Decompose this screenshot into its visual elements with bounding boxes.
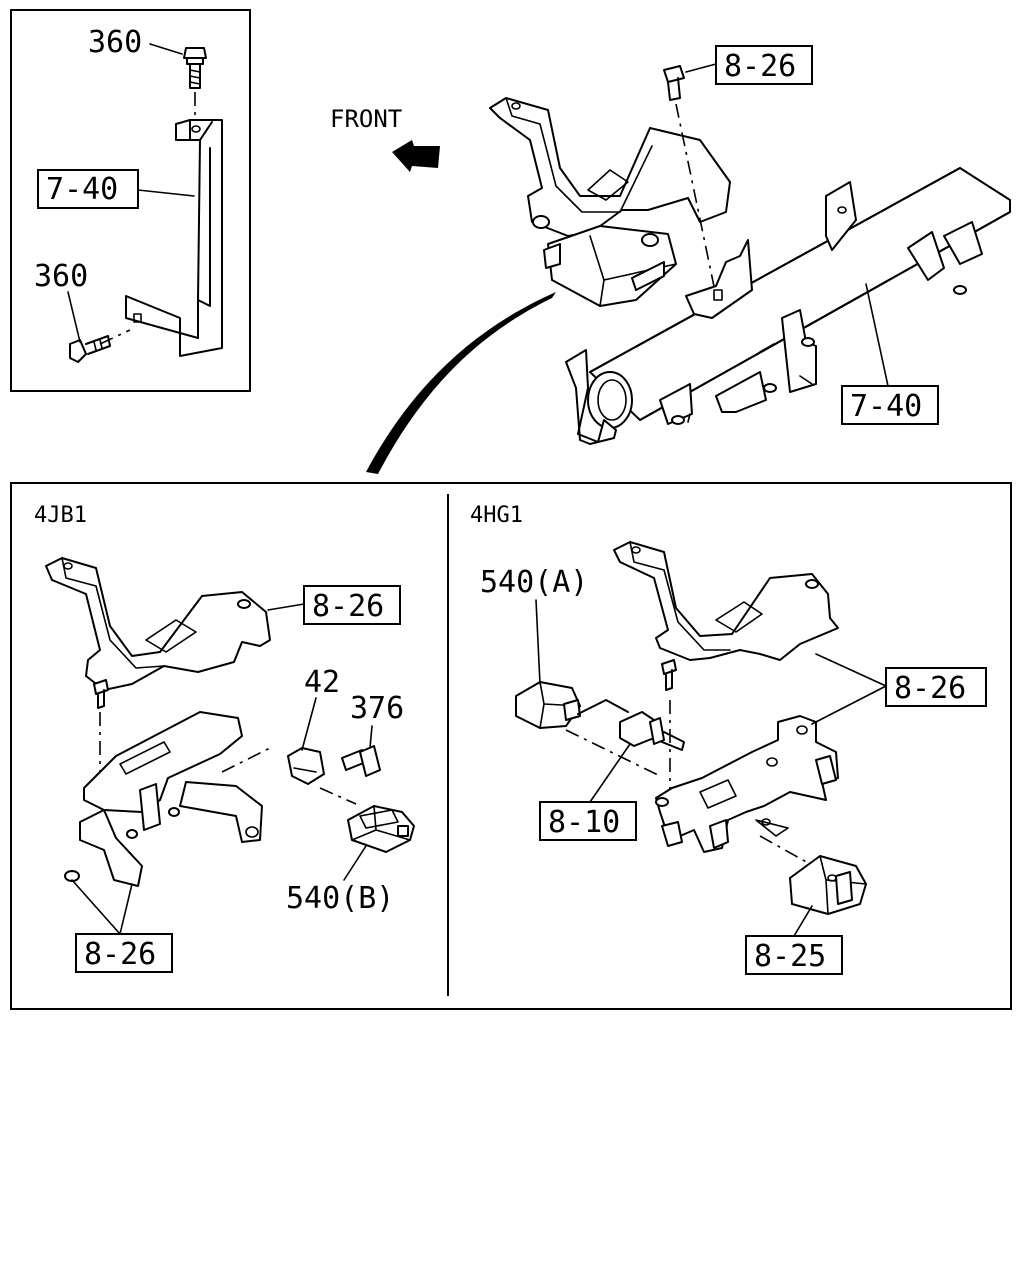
variant-4jb1: 4JB1 8-26 42 — [34, 503, 415, 973]
label-8-26-4hg1: 8-26 — [894, 671, 966, 706]
bolt-bottom-360 — [69, 335, 111, 363]
label-box-7-40-inset — [37, 169, 139, 209]
main-assembly-view: 8-26 7-40 — [366, 45, 1011, 474]
variants-panel — [10, 482, 1012, 1010]
label-8-26-4jb1-upper: 8-26 — [312, 589, 384, 624]
label-540a: 540(A) — [480, 565, 588, 600]
label-42: 42 — [304, 665, 340, 700]
label-box-7-40-main — [841, 385, 939, 425]
label-box-8-26-4jb1-upper — [303, 585, 401, 625]
bolt-top-360 — [183, 47, 207, 89]
title-4jb1: 4JB1 — [34, 503, 87, 528]
label-8-26-main: 8-26 — [724, 49, 796, 84]
label-540b: 540(B) — [286, 881, 394, 916]
label-376: 376 — [350, 691, 404, 726]
front-arrow-icon — [392, 140, 440, 172]
label-360-bottom: 360 — [34, 259, 88, 294]
front-label: FRONT — [330, 105, 402, 133]
title-4hg1: 4HG1 — [470, 503, 523, 528]
label-box-8-26-4jb1-lower — [75, 933, 173, 973]
label-8-26-4jb1-lower: 8-26 — [84, 937, 156, 972]
label-8-25: 8-25 — [754, 939, 826, 974]
callout-curve — [366, 292, 556, 474]
bolt-8-26-main — [663, 65, 685, 101]
front-indicator: FRONT — [330, 105, 440, 172]
inset-panel: 360 7-40 360 — [10, 9, 251, 392]
label-7-40-main: 7-40 — [850, 389, 922, 424]
label-360-top: 360 — [88, 25, 142, 60]
bracket-7-40-inset — [125, 119, 223, 357]
label-box-8-26-main — [715, 45, 813, 85]
label-box-8-26-4hg1 — [885, 667, 987, 707]
label-8-10: 8-10 — [548, 805, 620, 840]
variant-4hg1: 4HG1 5 — [470, 503, 987, 975]
label-box-8-10 — [539, 801, 637, 841]
label-7-40-inset: 7-40 — [46, 172, 118, 207]
